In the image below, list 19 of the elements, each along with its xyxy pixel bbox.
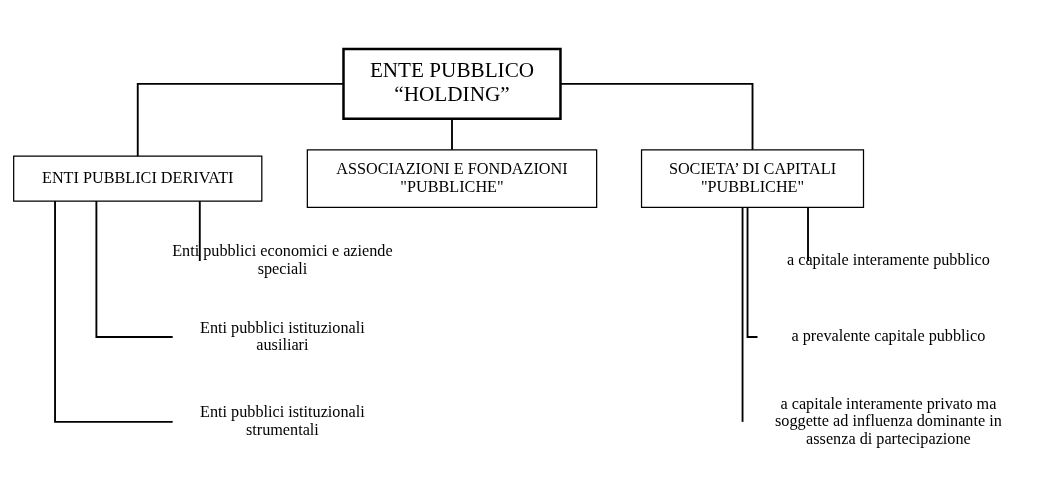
connector [807,205,809,262]
node-text: a capitale interamente pubblico [786,250,990,269]
node-text: Enti pubblici economici e aziende speciali [172,241,393,278]
node-box: SOCIETA’ DI CAPITALI "PUBBLICHE" [640,148,865,208]
connector [559,82,754,151]
node-text: Enti pubblici istituzionali ausiliari [200,318,365,354]
connector [451,117,453,151]
node-box: ENTI PUBBLICI DERIVATI [13,155,263,202]
node-text: a prevalente capitale pubblico [791,326,986,345]
connector [741,205,744,423]
node-box: ASSOCIAZIONI E FONDAZIONI "PUBBLICHE" [306,148,598,208]
node-text: a capitale interamente privato ma soggette ad influenza dominante in assenza di partecipazione [775,394,1002,448]
node-text: Enti pubblici istituzionali strumentali [200,402,365,439]
connector [95,199,174,338]
connector [746,205,759,338]
connector [136,82,345,157]
connector [198,199,201,262]
connector [54,199,174,423]
node-box: ENTE PUBBLICO “HOLDING” [342,47,562,120]
